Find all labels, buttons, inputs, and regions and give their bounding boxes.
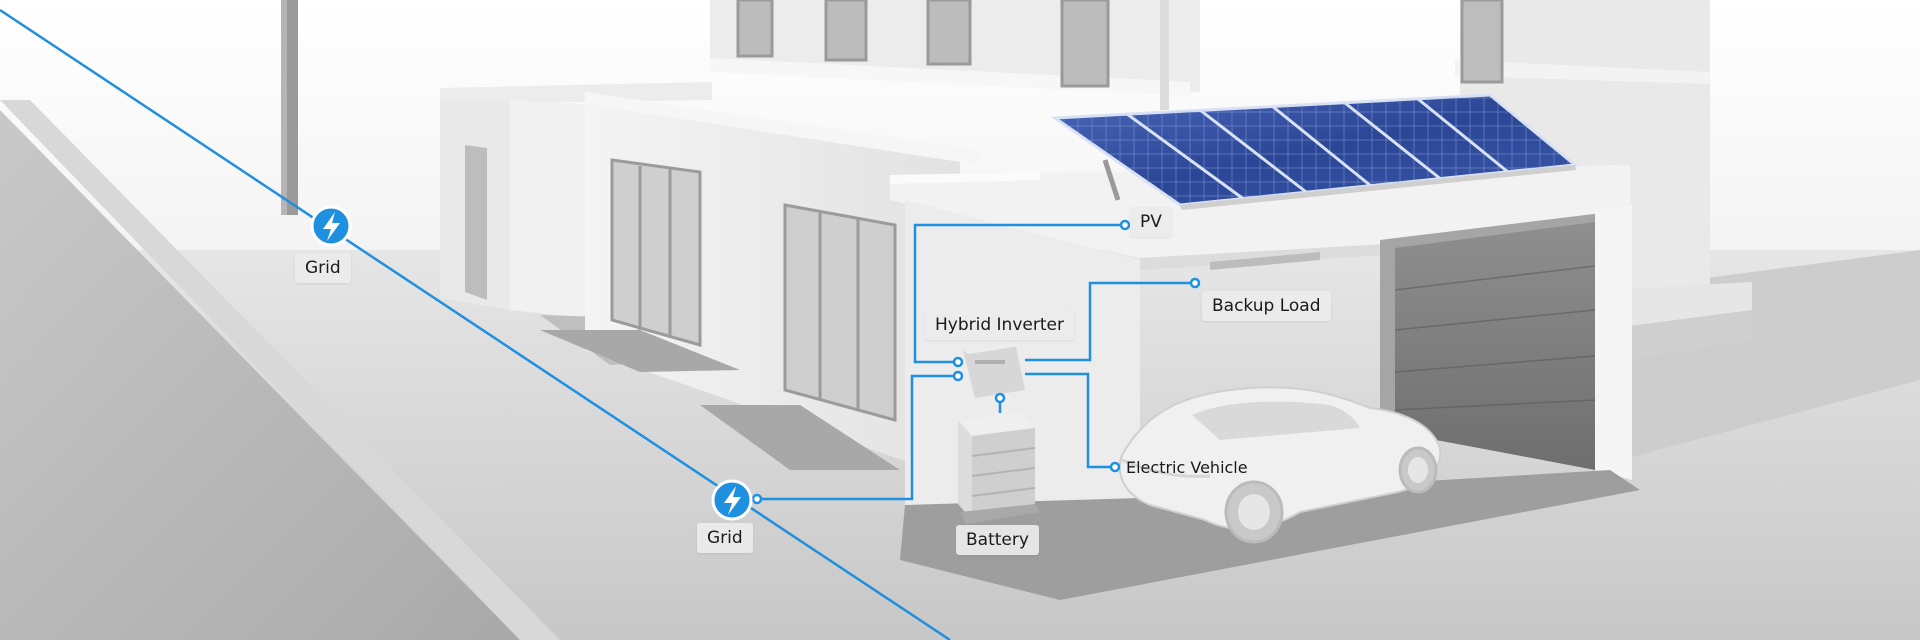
hybrid-inverter-unit <box>963 342 1025 398</box>
grid-to-inverter-line <box>757 374 958 501</box>
inverter-to-backup-line <box>1025 281 1195 362</box>
left-wing-front <box>510 100 585 318</box>
downpipe <box>1160 0 1169 110</box>
grid-icon <box>711 479 753 521</box>
connector-nodes <box>751 219 1201 505</box>
battery-label: Battery <box>956 525 1039 555</box>
battery-unit <box>958 412 1040 524</box>
grid-main-line <box>0 8 951 640</box>
electric-vehicle-car <box>1118 386 1442 544</box>
inverter-to-ev-line <box>1025 372 1115 469</box>
front-door-left <box>610 158 702 347</box>
road <box>0 110 520 640</box>
carport-pillar <box>1595 205 1632 480</box>
grid-label-top: Grid <box>295 253 351 283</box>
pv-label: PV <box>1130 207 1172 237</box>
electric-vehicle-label: Electric Vehicle <box>1126 458 1248 477</box>
solar-panel <box>1050 93 1579 210</box>
upper-windows <box>736 0 1110 88</box>
backup-load-label: Backup Load <box>1202 291 1331 321</box>
front-door-right <box>783 203 897 422</box>
backup-load-fixture <box>1210 252 1320 270</box>
grid-label-bottom: Grid <box>697 523 753 553</box>
grid-icon <box>310 205 352 247</box>
hybrid-inverter-label: Hybrid Inverter <box>925 310 1074 340</box>
sidewalk <box>0 100 560 640</box>
pv-to-inverter-line <box>913 223 1125 364</box>
left-wing-roof <box>440 82 712 104</box>
connector-lines <box>0 8 1195 640</box>
